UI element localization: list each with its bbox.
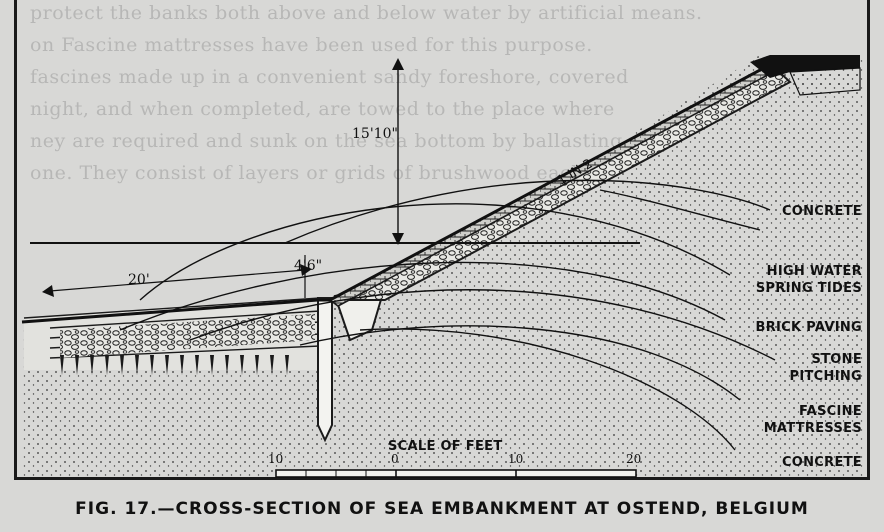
label-stone-pitching: STONE PITCHING — [789, 352, 862, 384]
picket — [60, 355, 64, 375]
leader-lines — [119, 179, 776, 451]
background-text-line: ney are required and sunk on the sea bot… — [30, 130, 674, 152]
fascine-stones — [60, 314, 315, 358]
picket — [120, 355, 124, 375]
background-text-line: fascines made up in a convenient sandy f… — [30, 66, 629, 88]
picket — [150, 355, 154, 375]
picket — [195, 355, 199, 375]
picket — [165, 355, 169, 375]
picket — [90, 355, 94, 375]
diagram-frame — [14, 0, 870, 480]
concrete-cap — [750, 55, 860, 78]
background-text-line: one. They consist of layers or grids of … — [30, 162, 584, 184]
scale-tick-label: 0 — [391, 452, 399, 466]
background-text-line: night, and when completed, are towed to … — [30, 98, 615, 120]
background-text-line: protect the banks both above and below w… — [30, 2, 703, 24]
scale-title: SCALE OF FEET — [388, 439, 503, 454]
offset-dimension-label: 4'6" — [294, 258, 323, 274]
scale-tick-label: 20 — [626, 452, 642, 466]
scale-tick-label: 10 — [268, 452, 284, 466]
label-concrete-bottom: CONCRETE — [781, 455, 862, 470]
label-brick-paving: BRICK PAVING — [755, 320, 862, 335]
height-dimension-label: 15'10" — [352, 126, 398, 142]
concrete-cap-base — [789, 67, 861, 96]
mattress-pickets — [60, 355, 289, 375]
picket — [210, 355, 214, 375]
scale-bar — [275, 469, 637, 478]
picket — [180, 355, 184, 375]
figure-caption: FIG. 17.—CROSS-SECTION OF SEA EMBANKMENT… — [75, 499, 809, 519]
picket — [135, 355, 139, 375]
picket — [75, 355, 79, 375]
picket — [270, 355, 274, 375]
scale-tick-label: 10 — [508, 452, 524, 466]
picket — [285, 355, 289, 375]
sheet-pile — [317, 297, 333, 443]
background-text-line: on Fascine mattresses have been used for… — [30, 34, 593, 56]
width-dimension-label: 20' — [128, 272, 150, 288]
label-concrete-top: CONCRETE — [781, 204, 862, 219]
picket — [240, 355, 244, 375]
picket — [105, 355, 109, 375]
width-dimension-line — [49, 269, 306, 292]
label-high-water: HIGH WATER SPRING TIDES — [755, 264, 862, 296]
picket — [255, 355, 259, 375]
label-fascine: FASCINE MATTRESSES — [763, 404, 862, 436]
picket — [225, 355, 229, 375]
